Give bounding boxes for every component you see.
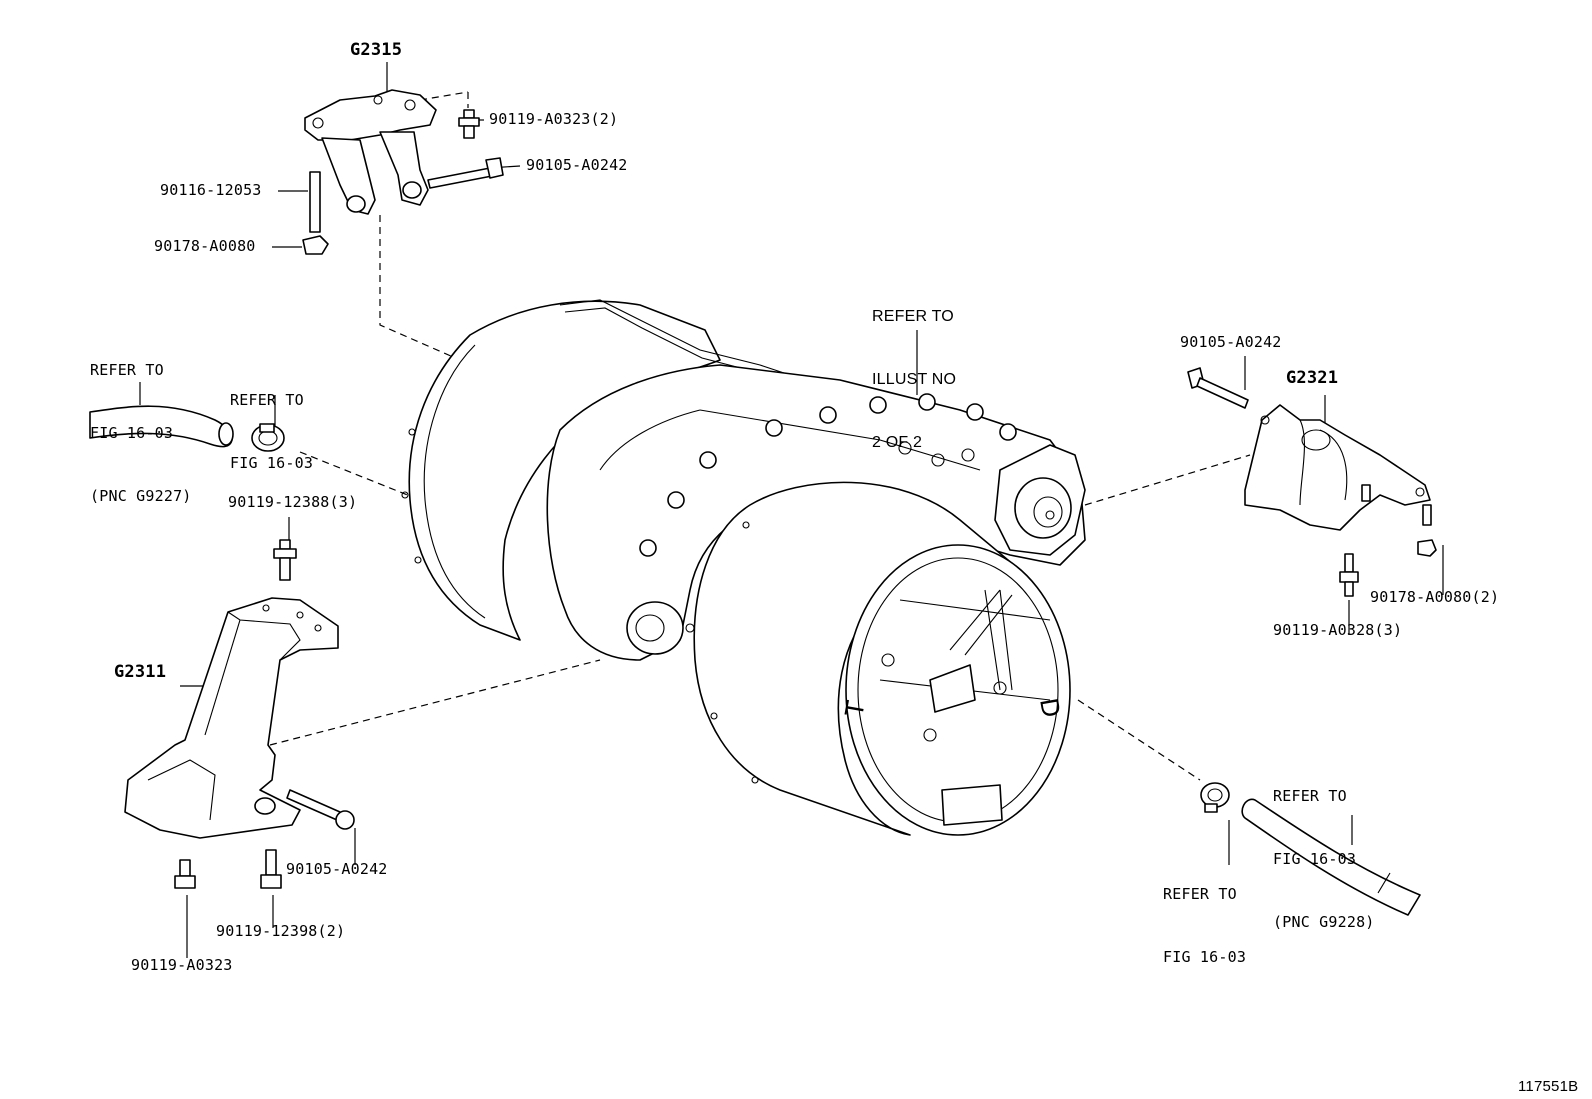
label-g2311: G2311 (114, 662, 167, 682)
label-90119-12388-3: 90119-12388(3) (228, 493, 358, 511)
label-g2321: G2321 (1286, 368, 1339, 388)
bolts-90119-a0328-3 (1339, 553, 1359, 597)
bolt-90119-a0323-top (458, 109, 480, 139)
label-g2315: G2315 (350, 40, 403, 60)
label-90178-a0080: 90178-A0080 (154, 237, 256, 255)
hose-clamp-right (1200, 782, 1230, 813)
motor-assembly: T D (401, 299, 1086, 836)
leader-lines (139, 62, 1444, 958)
diagram-id: 117551B (1518, 1078, 1579, 1095)
bolt-90105-a0242-bottom (286, 789, 355, 830)
bolts-90119-12388-3 (273, 539, 297, 581)
bolts-90178-a0080-2 (1417, 504, 1437, 557)
label-90119-a0328-3: 90119-A0328(3) (1273, 621, 1403, 639)
bolt-90105-a0242-right (1187, 367, 1249, 409)
label-90119-a0323: 90119-A0323 (131, 956, 233, 974)
label-refer-left-2: REFER TO FIG 16-03 (230, 391, 314, 472)
label-90178-a0080-2: 90178-A0080(2) (1370, 588, 1500, 606)
nut-90178-a0080 (302, 235, 329, 255)
label-refer-right-1: REFER TO FIG 16-03 (PNC G9228) (1273, 787, 1375, 931)
label-90116-12053: 90116-12053 (160, 181, 262, 199)
dashed-reference-lines (269, 91, 1251, 781)
label-90105-a0242-bottom: 90105-A0242 (286, 860, 388, 878)
label-90119-a0323-2: 90119-A0323(2) (489, 110, 619, 128)
bolt-90119-a0323 (174, 859, 196, 889)
label-refer-illust: REFER TO ILLUST NO 2 OF 2 (872, 308, 957, 451)
hose-clamp-left (251, 423, 285, 452)
stud-90116-12053 (309, 171, 321, 233)
label-refer-left-1: REFER TO FIG 16-03 (PNC G9227) (90, 361, 192, 505)
bracket-g2321 (1244, 404, 1431, 531)
label-90105-a0242-right: 90105-A0242 (1180, 333, 1282, 351)
label-90119-12398-2: 90119-12398(2) (216, 922, 346, 940)
bolt-90105-a0242-top (427, 157, 504, 189)
bracket-g2315 (304, 89, 437, 215)
bolts-90119-12398-2 (260, 849, 282, 889)
label-refer-right-2: REFER TO FIG 16-03 (1163, 885, 1247, 966)
hose-left (89, 405, 234, 448)
label-90105-a0242-top: 90105-A0242 (526, 156, 628, 174)
svg-text:D: D (1034, 696, 1067, 720)
hose-right (1241, 798, 1421, 916)
svg-text:T: T (838, 698, 870, 719)
bracket-g2311 (124, 597, 339, 839)
